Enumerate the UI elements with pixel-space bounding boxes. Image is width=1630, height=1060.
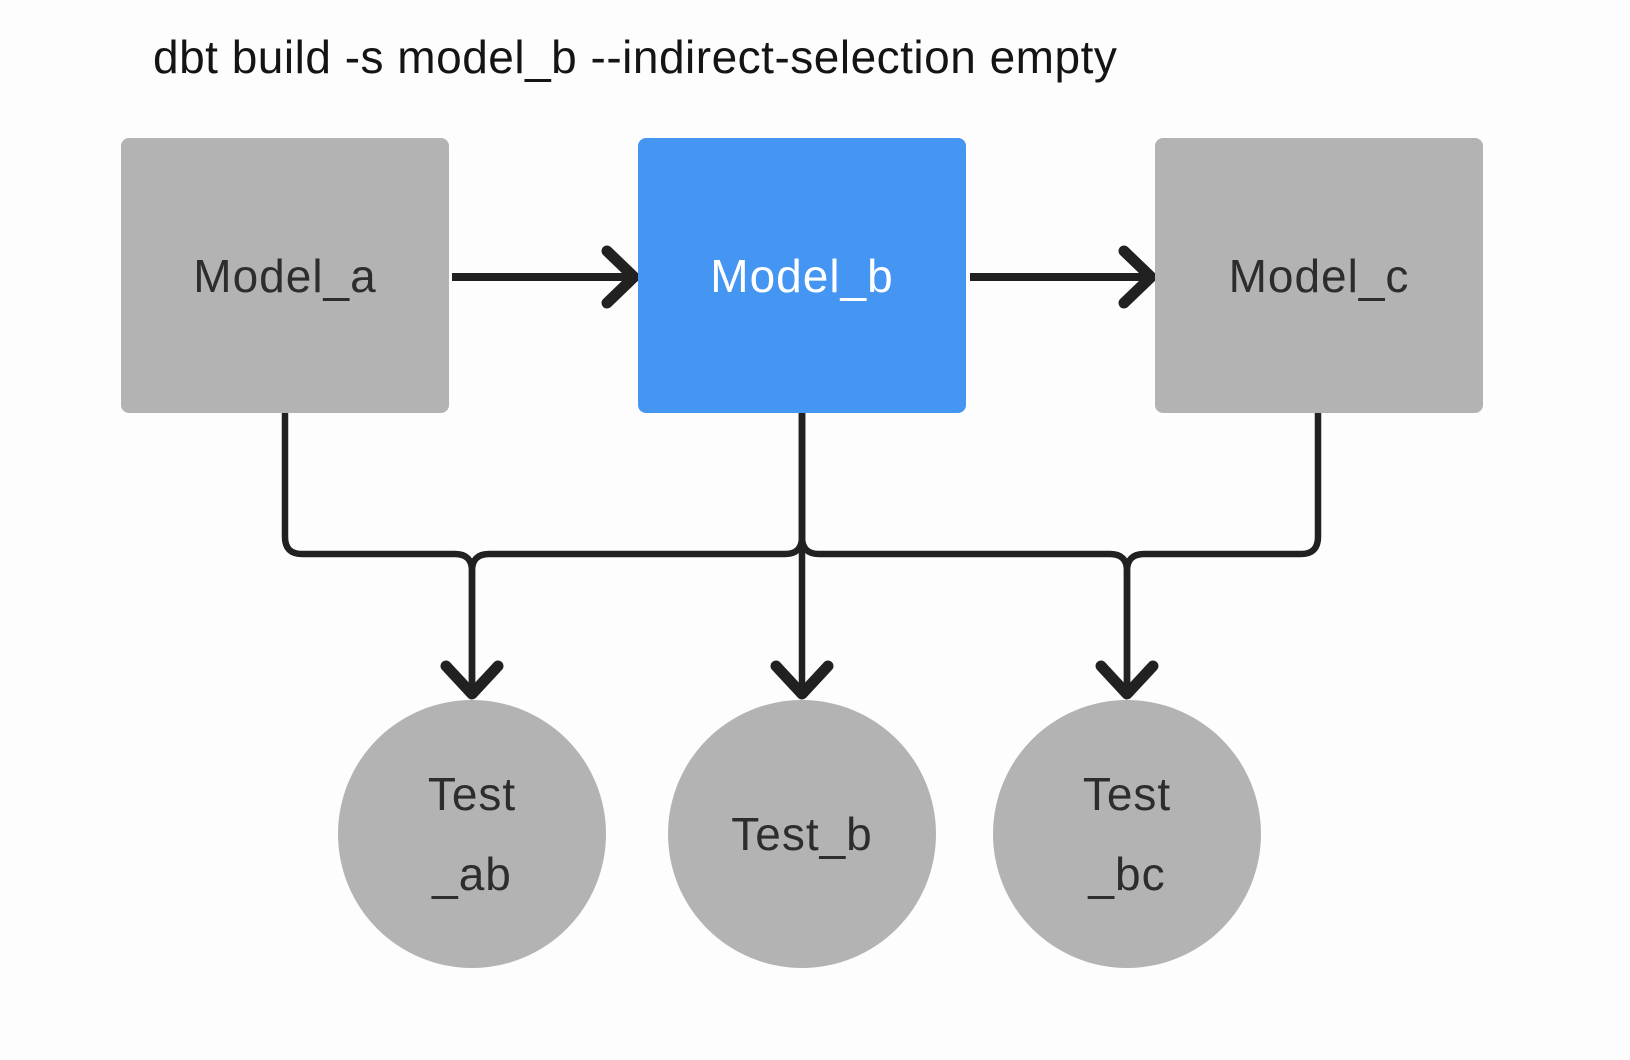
node-model-b-label: Model_b: [710, 249, 894, 302]
arrowhead-model-c-icon: [1118, 245, 1157, 309]
node-model-b-selected: Model_b: [638, 138, 966, 413]
node-test-ab-label-line1: Test: [427, 768, 517, 820]
edge-model-b-to-test-ab: [468, 410, 806, 688]
node-model-a: Model_a: [121, 138, 449, 413]
node-model-a-label: Model_a: [193, 249, 377, 302]
arrowhead-test-ab-icon: [440, 660, 504, 700]
node-test-ab-label-line2: _ab: [432, 848, 512, 900]
arrowhead-model-b-icon: [601, 245, 640, 309]
arrowhead-test-bc-icon: [1095, 660, 1159, 700]
node-test-bc: Test _bc: [993, 700, 1261, 968]
node-test-b: Test_b: [668, 700, 936, 968]
node-test-bc-label-line1: Test: [1082, 768, 1172, 820]
node-model-c-label: Model_c: [1228, 249, 1410, 302]
arrowhead-test-b-icon: [770, 660, 834, 700]
edge-model-a-to-test-ab: [281, 410, 476, 688]
diagram-title: dbt build -s model_b --indirect-selectio…: [153, 31, 1118, 83]
node-test-bc-label-line2: _bc: [1088, 848, 1166, 900]
node-model-c: Model_c: [1155, 138, 1483, 413]
edge-model-b-to-test-bc: [798, 410, 1131, 688]
edge-model-c-to-test-bc: [1123, 410, 1322, 688]
node-test-ab: Test _ab: [338, 700, 606, 968]
node-test-b-label: Test_b: [731, 808, 873, 860]
